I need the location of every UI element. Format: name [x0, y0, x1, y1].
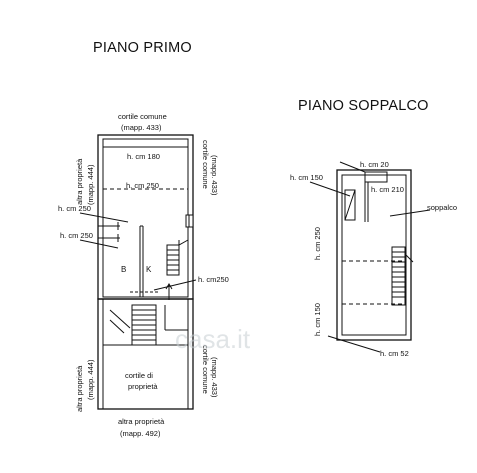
mz-height-52: h. cm 52 [380, 349, 409, 358]
first-floor-plan [79, 134, 197, 410]
courtyard-label-2: proprietà [128, 382, 158, 391]
top-courtyard-label: cortile comune [118, 112, 167, 121]
mezzanine-outer-wall [336, 169, 412, 341]
mezzanine-stair [391, 246, 406, 306]
mz-height-210: h. cm 210 [371, 185, 404, 194]
mezzanine-label: soppalco [427, 203, 457, 212]
top-notch [364, 171, 388, 183]
leader-h52 [327, 335, 381, 353]
leader-h20 [339, 161, 366, 173]
leader-h250-left [79, 212, 129, 223]
first-floor-title: PIANO PRIMO [93, 40, 192, 56]
right-courtyard-label-top: cortile comune [201, 140, 210, 189]
left-neighbor-ref-top: (mapp. 444) [86, 164, 95, 205]
courtyard-label: cortile di [125, 371, 153, 380]
right-courtyard-label-bottom: cortile comune [201, 345, 210, 394]
left-neighbor-label-top: altra proprietà [75, 158, 84, 205]
bottom-neighbor-ref: (mapp. 492) [120, 429, 161, 438]
mz-height-150-top: h. cm 150 [290, 173, 323, 182]
right-courtyard-ref-top: (mapp. 433) [210, 155, 219, 196]
leader-h250-left2 [79, 239, 119, 249]
leader-h250-right [153, 279, 197, 291]
height-label-250-right: h. cm250 [198, 275, 229, 284]
watermark-text: casa.it [175, 324, 251, 354]
mz-height-150-side: h. cm 150 [313, 303, 322, 336]
leader-soppalco [389, 209, 431, 217]
mezzanine-title: PIANO SOPPALCO [298, 98, 429, 114]
mezzanine-opening [344, 189, 356, 221]
height-label-250-left2: h. cm 250 [60, 231, 93, 240]
mezzanine-plan [309, 161, 431, 353]
left-neighbor-ref-bottom: (mapp. 444) [86, 359, 95, 400]
height-label-180: h. cm 180 [127, 152, 160, 161]
left-neighbor-label-bottom: altra proprietà [75, 365, 84, 412]
bottom-neighbor-label: altra proprietà [118, 417, 165, 426]
height-label-250-mid: h. cm 250 [126, 181, 159, 190]
room-kitchen-label: K [146, 265, 152, 274]
height-label-250-left: h. cm 250 [58, 204, 91, 213]
leader-h150-top [309, 181, 351, 197]
mz-height-20: h. cm 20 [360, 160, 389, 169]
right-courtyard-ref-bottom: (mapp. 433) [210, 357, 219, 398]
top-courtyard-ref: (mapp. 433) [121, 123, 162, 132]
room-bath-label: B [121, 265, 126, 274]
mz-height-250-side: h. cm 250 [313, 227, 322, 260]
